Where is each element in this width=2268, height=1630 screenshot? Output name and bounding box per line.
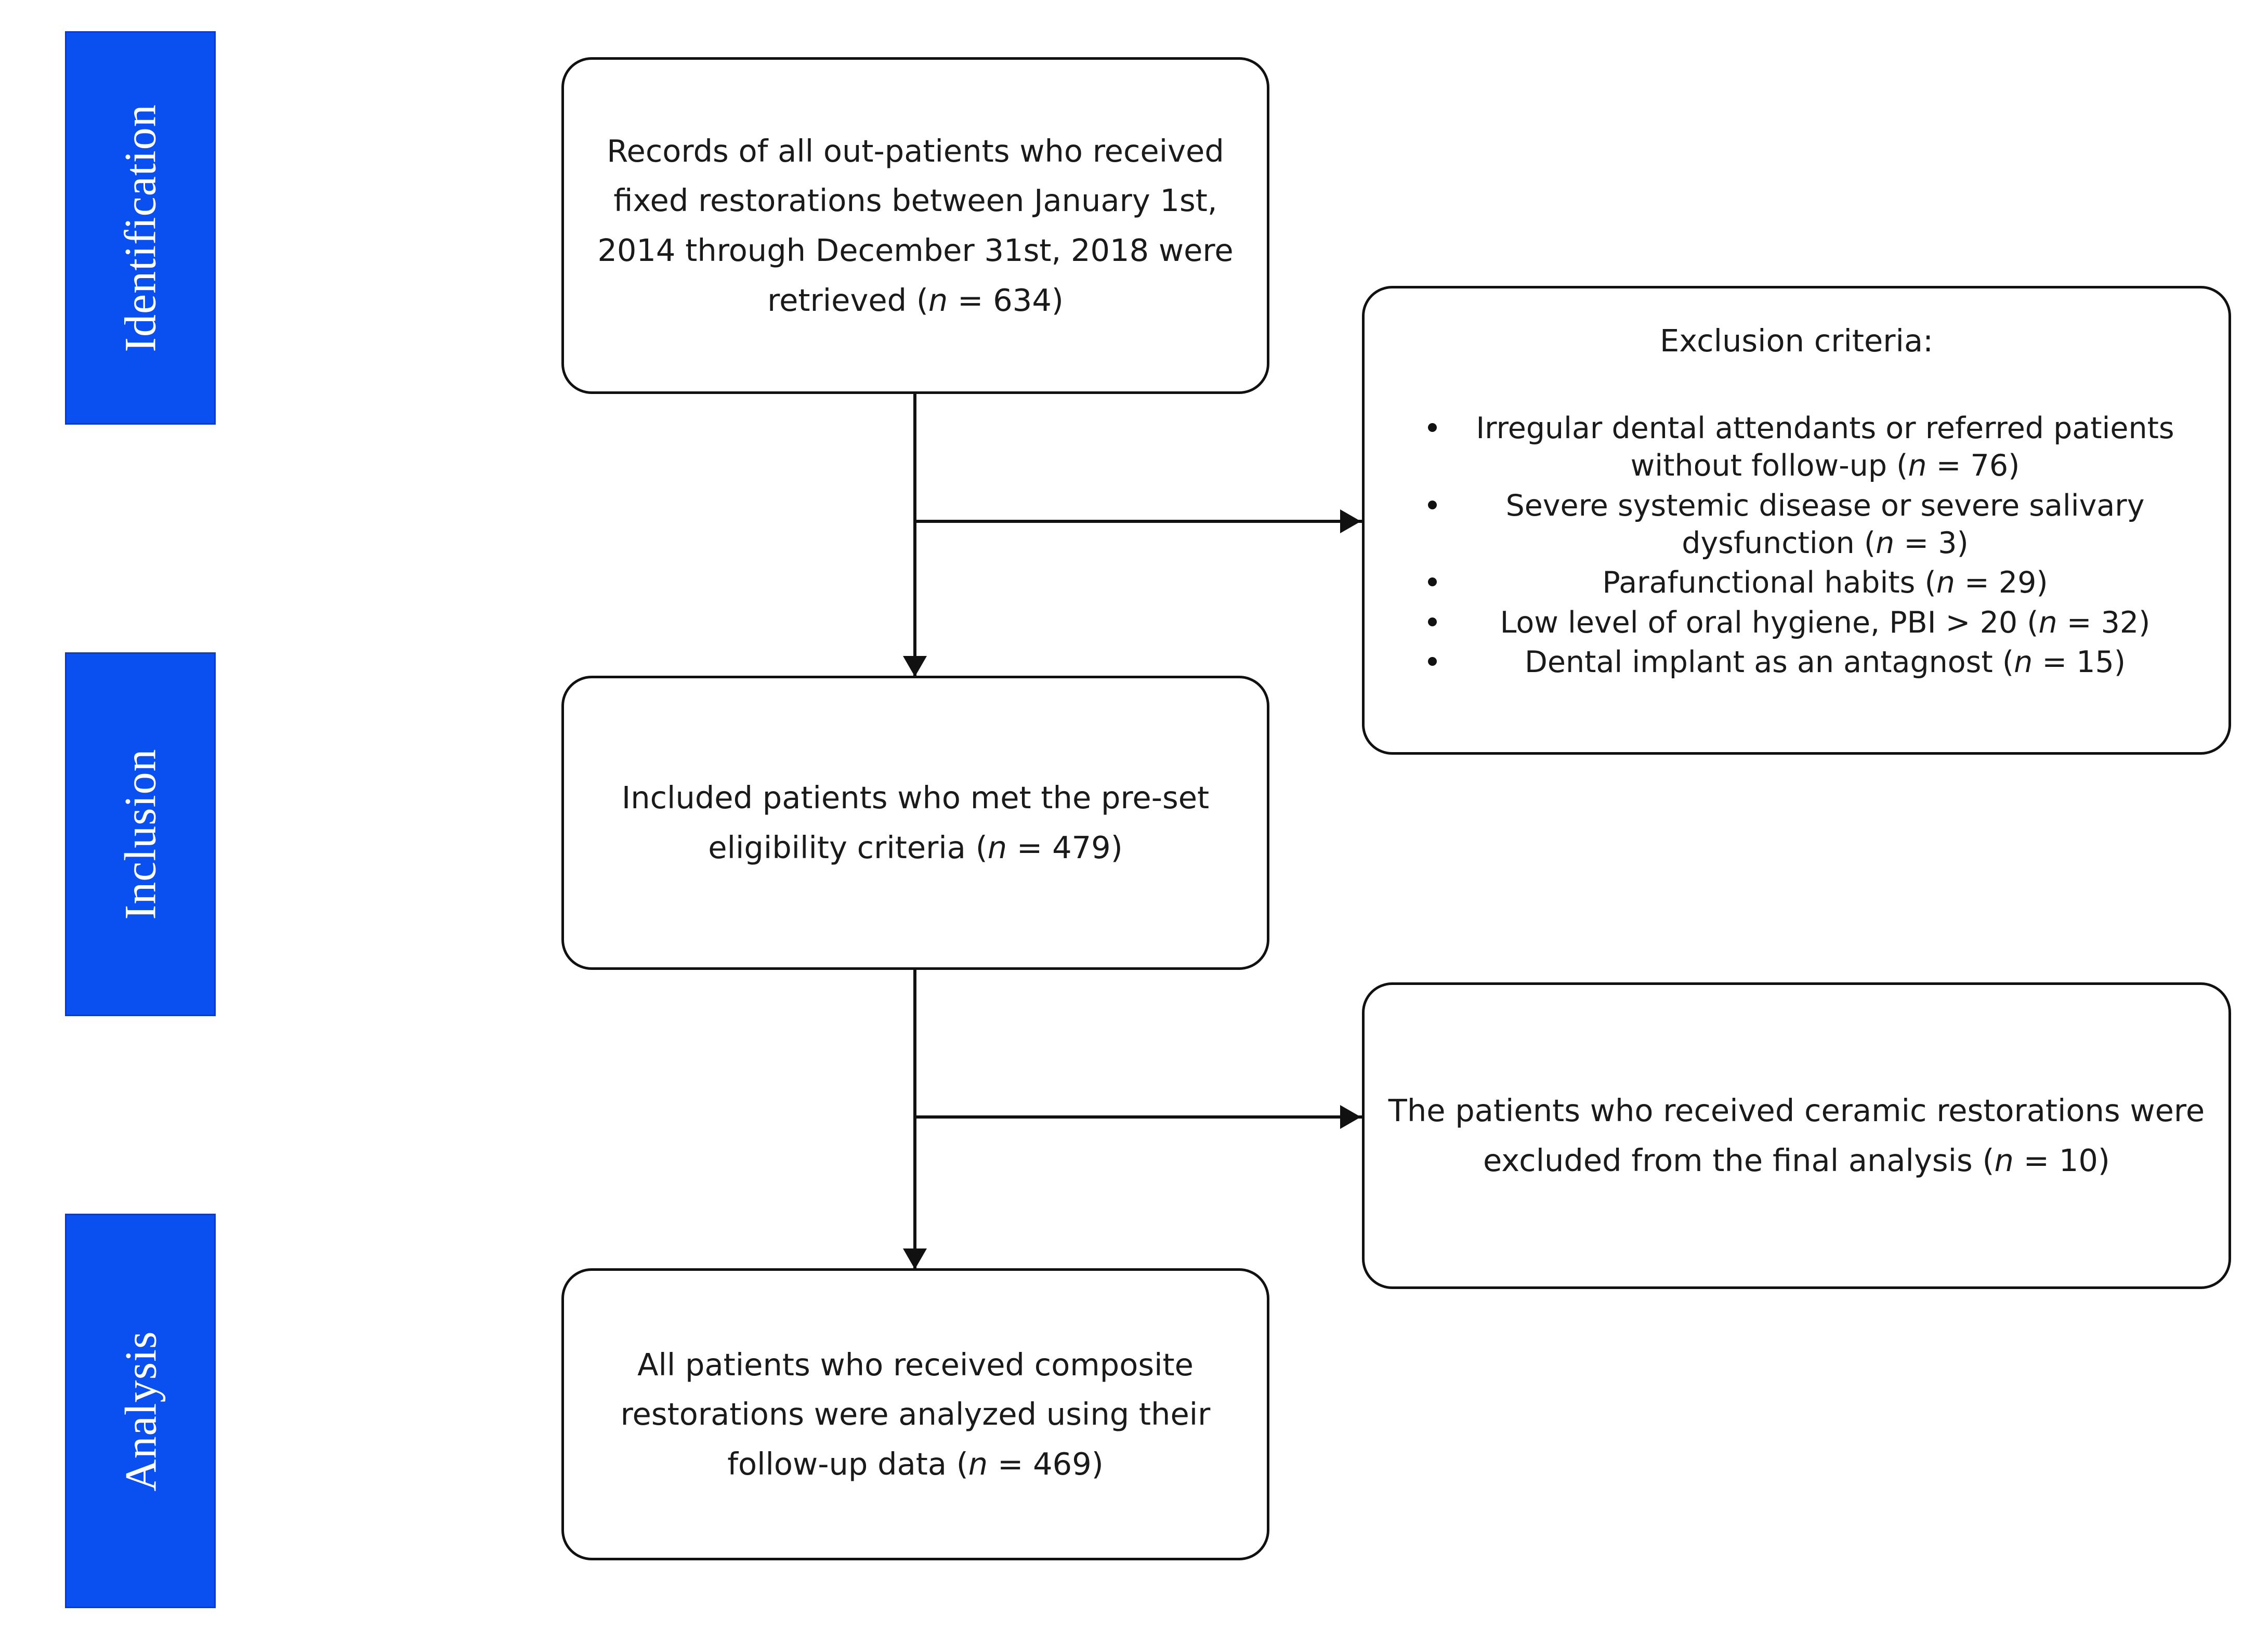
stage-label-inclusion: Inclusion (115, 748, 166, 920)
connector-included-to-analyzed (913, 970, 916, 1268)
list-item: Irregular dental attendants or referred … (1383, 410, 2210, 485)
bullet-icon (1428, 657, 1437, 666)
exclusion-criteria-list: Irregular dental attendants or referred … (1383, 410, 2210, 681)
stage-label-identification: Identification (115, 103, 166, 352)
flow-box-records-text: Records of all out-patients who received… (597, 133, 1234, 318)
list-item-text: Irregular dental attendants or referred … (1476, 411, 2174, 483)
stage-label-analysis: Analysis (115, 1331, 165, 1491)
list-item: Low level of oral hygiene, PBI > 20 (n =… (1383, 604, 2210, 641)
flow-box-ceramic-text: The patients who received ceramic restor… (1388, 1093, 2205, 1178)
stage-bar-analysis: Analysis (65, 1214, 216, 1608)
connector-records-to-included (913, 394, 916, 676)
exclusion-criteria-title: Exclusion criteria: (1660, 323, 1933, 359)
bullet-icon (1428, 577, 1437, 587)
flow-box-included-patients: Included patients who met the pre-set el… (561, 676, 1269, 970)
bullet-icon (1428, 423, 1437, 432)
stage-bar-identification: Identification (65, 31, 216, 425)
flow-box-ceramic-excluded: The patients who received ceramic restor… (1362, 982, 2231, 1289)
arrowhead-right-icon (1340, 509, 1361, 533)
list-item: Severe systemic disease or severe saliva… (1383, 487, 2210, 562)
bullet-icon (1428, 617, 1437, 626)
list-item: Dental implant as an antagnost (n = 15) (1383, 643, 2210, 681)
flow-box-analyzed-patients: All patients who received composite rest… (561, 1268, 1269, 1560)
flow-box-exclusion-criteria: Exclusion criteria: Irregular dental att… (1362, 286, 2231, 755)
list-item: Parafunctional habits (n = 29) (1383, 564, 2210, 601)
list-item-text: Severe systemic disease or severe saliva… (1505, 488, 2145, 560)
flow-box-included-text: Included patients who met the pre-set el… (621, 780, 1210, 865)
arrowhead-right-icon (1340, 1105, 1361, 1129)
arrowhead-down-icon (903, 1248, 927, 1269)
list-item-text: Parafunctional habits (n = 29) (1602, 566, 2048, 600)
connector-records-to-exclusion (913, 520, 1362, 523)
bullet-icon (1428, 500, 1437, 509)
connector-included-to-ceramic (913, 1115, 1362, 1119)
flow-box-analyzed-text: All patients who received composite rest… (620, 1346, 1211, 1482)
list-item-text: Low level of oral hygiene, PBI > 20 (n =… (1500, 605, 2151, 640)
list-item-text: Dental implant as an antagnost (n = 15) (1525, 645, 2126, 680)
arrowhead-down-icon (903, 656, 927, 677)
flow-box-records: Records of all out-patients who received… (561, 57, 1269, 394)
stage-bar-inclusion: Inclusion (65, 652, 216, 1016)
